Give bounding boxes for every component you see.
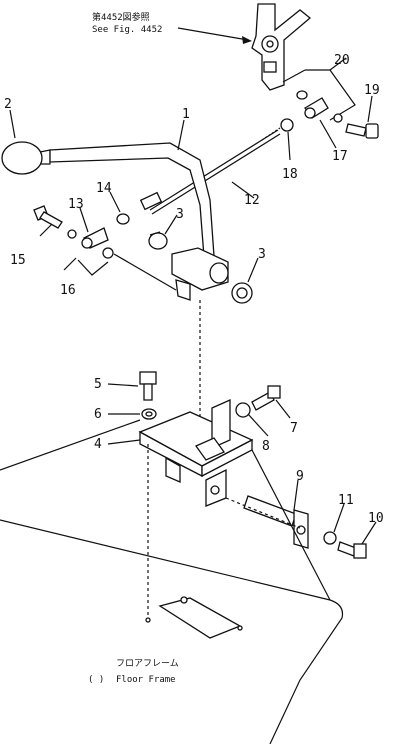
bushing-3-upper [148, 231, 168, 250]
callout-13: 13 [68, 197, 84, 212]
upper-bracket-assembly [251, 3, 312, 91]
callout-11: 11 [338, 493, 354, 508]
callout-12: 12 [244, 193, 260, 208]
floor-frame [0, 419, 344, 744]
callout-7: 7 [290, 421, 298, 436]
callout-5: 5 [94, 377, 102, 392]
rod-12 [149, 129, 279, 211]
callout-3-right: 3 [258, 247, 266, 262]
washer-11 [323, 531, 337, 545]
reference-note-en: See Fig. 4452 [92, 25, 162, 35]
floor-frame-paren: ( ) [88, 675, 104, 685]
floor-frame-jp: フロアフレーム [116, 658, 179, 669]
bolt-10 [337, 541, 367, 559]
callout-15: 15 [10, 253, 26, 268]
bolt-19 [345, 123, 379, 139]
callout-2: 2 [4, 97, 12, 112]
callout-18: 18 [282, 167, 298, 182]
callout-6: 6 [94, 407, 102, 422]
reference-note-jp: 第4452図参照 [92, 11, 150, 23]
floor-frame-en: Floor Frame [116, 675, 176, 685]
callout-10: 10 [368, 511, 384, 526]
knob-2 [1, 141, 51, 175]
callout-9: 9 [296, 469, 304, 484]
joint-13 [81, 227, 109, 249]
callout-3-upper: 3 [176, 207, 184, 222]
bolt-15 [33, 205, 63, 229]
callout-20: 20 [334, 53, 350, 68]
bracket-plate-4 [138, 398, 254, 507]
bolt-7 [251, 385, 281, 411]
callout-1: 1 [182, 107, 190, 122]
callout-16: 16 [60, 283, 76, 298]
callout-17: 17 [332, 149, 348, 164]
reference-arrow [177, 27, 249, 41]
bolt-near-14 [116, 191, 163, 225]
nut-8 [235, 402, 251, 418]
bushing-3-right [231, 282, 253, 304]
lever-pivot [171, 247, 229, 301]
callout-19: 19 [364, 83, 380, 98]
bolt-5 [139, 371, 157, 401]
leader-lines [9, 57, 377, 545]
callout-4: 4 [94, 437, 102, 452]
callout-14: 14 [96, 181, 112, 196]
washer-17-area [280, 90, 343, 132]
callout-8: 8 [262, 439, 270, 454]
